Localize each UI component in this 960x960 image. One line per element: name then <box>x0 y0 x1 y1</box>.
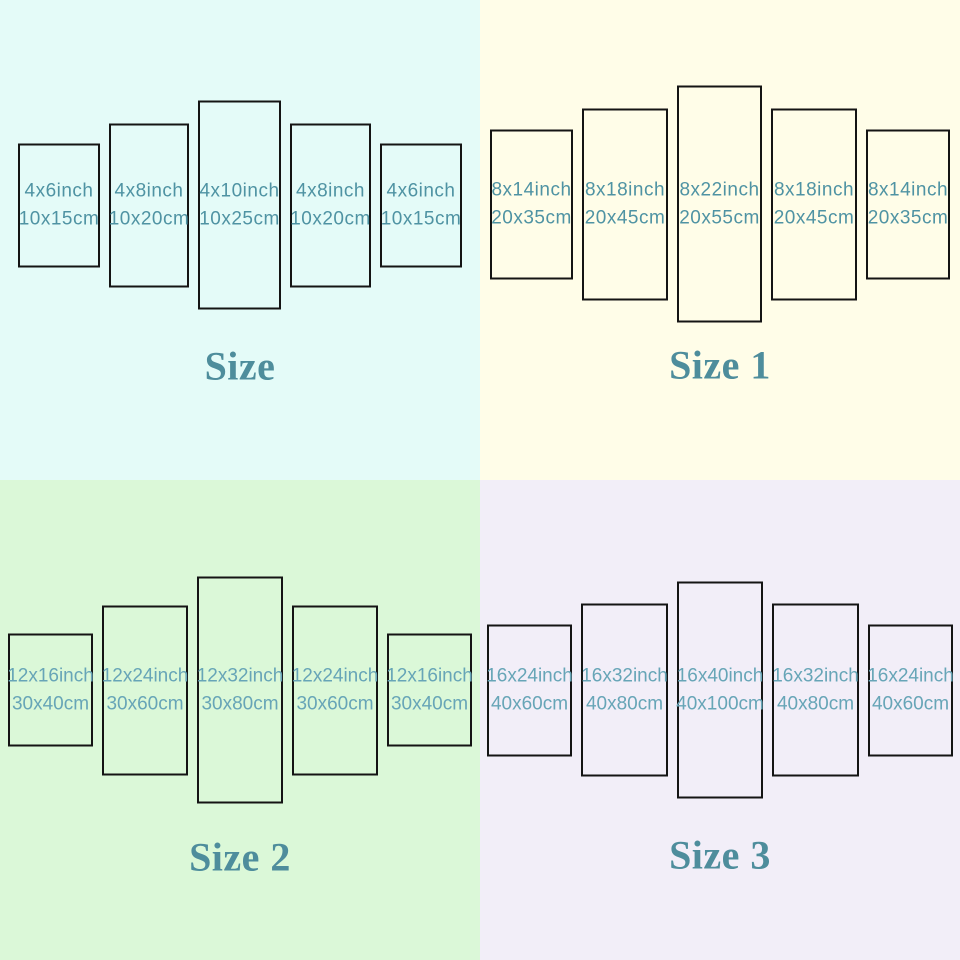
panel-size-inch: 8x14inch <box>491 179 572 200</box>
panel-size-inch: 16x32inch <box>772 665 859 686</box>
panel-size-inch: 16x24inch <box>867 665 954 686</box>
size-panel: 16x32inch 40x80cm <box>772 603 859 777</box>
panel-size-cm: 20x35cm <box>491 207 572 228</box>
panel-size-inch: 16x32inch <box>581 665 668 686</box>
size-panel: 4x6inch 10x15cm <box>18 143 100 267</box>
size-panel: 12x24inch 30x60cm <box>102 605 188 775</box>
panel-size-cm: 30x80cm <box>201 693 279 714</box>
size-panel: 4x8inch 10x20cm <box>290 123 371 287</box>
size-panel: 16x32inch 40x80cm <box>581 603 668 777</box>
size-panel: 8x14inch 20x35cm <box>490 129 573 279</box>
panel-size-inch: 8x18inch <box>773 179 855 200</box>
panel-size-inch: 4x6inch <box>386 180 456 201</box>
panel-size-inch: 8x14inch <box>867 179 949 200</box>
panel-size-inch: 4x10inch <box>199 180 280 201</box>
panel-size-inch: 4x8inch <box>114 180 184 201</box>
panel-size-inch: 16x40inch <box>676 665 764 686</box>
panel-size-cm: 20x55cm <box>679 207 760 228</box>
size-chart-quadrant-size2: 12x16inch 30x40cm 12x24inch 30x60cm 12x3… <box>0 480 480 960</box>
size-panel: 12x24inch 30x60cm <box>292 605 378 775</box>
panel-size-cm: 40x60cm <box>871 693 950 714</box>
size-panel: 8x14inch 20x35cm <box>866 129 950 279</box>
panel-size-cm: 20x35cm <box>867 207 949 228</box>
panel-size-cm: 10x20cm <box>290 208 371 229</box>
size-chart-quadrant-size: 4x6inch 10x15cm 4x8inch 10x20cm 4x10inch… <box>0 0 480 480</box>
panel-size-cm: 10x25cm <box>199 208 280 229</box>
panel-size-cm: 10x15cm <box>380 208 462 229</box>
panel-size-inch: 8x22inch <box>679 179 760 200</box>
panel-size-inch: 12x24inch <box>101 665 189 686</box>
panel-size-inch: 4x8inch <box>296 180 365 201</box>
panel-size-cm: 30x60cm <box>106 693 184 714</box>
size-chart-quadrant-size1: 8x14inch 20x35cm 8x18inch 20x45cm 8x22in… <box>480 0 960 480</box>
size-panel: 8x22inch 20x55cm <box>677 85 762 323</box>
size-panel: 12x16inch 30x40cm <box>386 633 473 747</box>
size-panel: 4x8inch 10x20cm <box>109 123 189 287</box>
size-chart-title: Size 3 <box>669 832 771 878</box>
size-panel: 16x24inch 40x60cm <box>867 624 954 756</box>
size-panel: 16x24inch 40x60cm <box>486 624 573 756</box>
size-chart-title: Size <box>204 343 276 389</box>
panel-size-cm: 30x60cm <box>296 693 374 714</box>
size-panel: 4x6inch 10x15cm <box>380 143 462 267</box>
size-panel: 16x40inch 40x100cm <box>676 581 764 799</box>
panel-row: 8x14inch 20x35cm 8x18inch 20x45cm 8x22in… <box>480 85 960 323</box>
panel-size-inch: 12x32inch <box>196 665 284 686</box>
size-chart-quadrant-size3: 16x24inch 40x60cm 16x32inch 40x80cm 16x4… <box>480 480 960 960</box>
panel-size-cm: 40x80cm <box>776 693 855 714</box>
panel-size-inch: 12x16inch <box>7 665 94 686</box>
panel-size-cm: 30x40cm <box>11 693 90 714</box>
size-panel: 12x32inch 30x80cm <box>196 576 284 804</box>
panel-size-cm: 40x100cm <box>676 693 764 714</box>
panel-row: 4x6inch 10x15cm 4x8inch 10x20cm 4x10inch… <box>0 100 480 310</box>
panel-row: 16x24inch 40x60cm 16x32inch 40x80cm 16x4… <box>480 581 960 799</box>
size-panel: 12x16inch 30x40cm <box>7 633 94 747</box>
panel-size-cm: 20x45cm <box>584 207 666 228</box>
panel-size-cm: 40x60cm <box>490 693 569 714</box>
panel-size-cm: 20x45cm <box>773 207 855 228</box>
panel-size-inch: 16x24inch <box>486 665 573 686</box>
panel-size-cm: 40x80cm <box>585 693 664 714</box>
size-panel: 8x18inch 20x45cm <box>771 108 857 300</box>
panel-size-cm: 10x15cm <box>18 208 100 229</box>
panel-size-cm: 30x40cm <box>390 693 469 714</box>
panel-size-inch: 8x18inch <box>584 179 666 200</box>
size-chart-title: Size 2 <box>189 834 291 880</box>
panel-row: 12x16inch 30x40cm 12x24inch 30x60cm 12x3… <box>0 576 480 804</box>
size-panel: 4x10inch 10x25cm <box>198 100 281 310</box>
panel-size-inch: 12x16inch <box>386 665 473 686</box>
panel-size-inch: 12x24inch <box>291 665 379 686</box>
size-chart-title: Size 1 <box>669 342 771 388</box>
panel-size-cm: 10x20cm <box>108 208 190 229</box>
size-panel: 8x18inch 20x45cm <box>582 108 668 300</box>
panel-size-inch: 4x6inch <box>24 180 94 201</box>
